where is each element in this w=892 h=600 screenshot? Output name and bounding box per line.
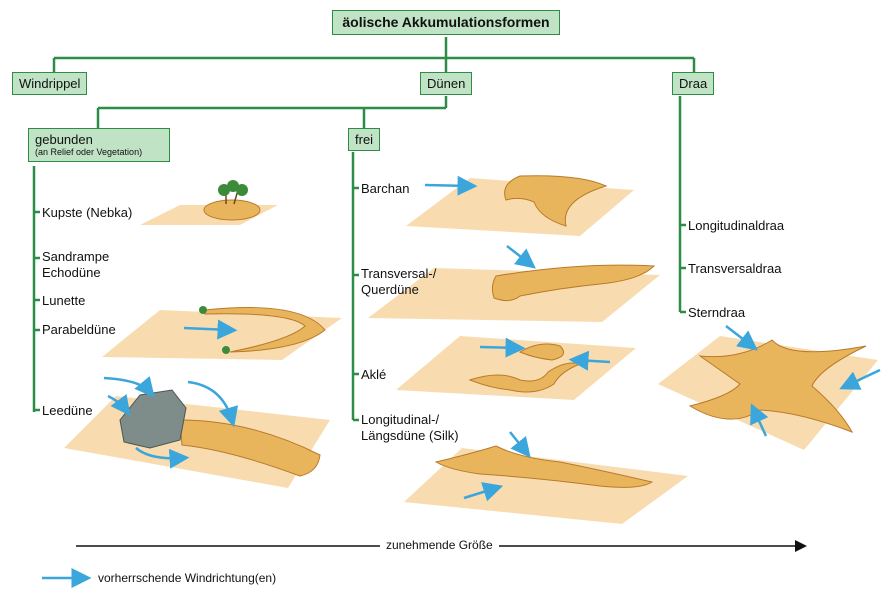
label-parabeldune: Parabeldüne [42, 322, 116, 337]
frei-box: frei [348, 128, 381, 151]
laengsdune-illustration [404, 431, 688, 524]
barchan-illustration [406, 175, 634, 236]
label-kupste: Kupste (Nebka) [42, 205, 133, 220]
label-longitudinal: Longitudinal-/ [361, 412, 440, 427]
label-lunette: Lunette [42, 293, 86, 308]
label-sandrampe: Sandrampe [42, 249, 110, 264]
root-box: äolische Akkumulationsformen [332, 10, 560, 35]
label-sterndraa: Sterndraa [688, 305, 746, 320]
transversaldune-illustration [368, 245, 660, 322]
draa-box: Draa [672, 72, 715, 95]
label-barchan: Barchan [361, 181, 410, 196]
label-longitudinaldraa: Longitudinaldraa [688, 218, 785, 233]
kupste-illustration [140, 180, 278, 225]
size-axis-label: zunehmende Größe [380, 538, 499, 552]
label-leedune: Leedüne [42, 403, 93, 418]
duenen-box: Dünen [420, 72, 473, 95]
label-querdune: Querdüne [361, 282, 419, 297]
gebunden-title: gebunden [35, 132, 93, 147]
sterndraa-illustration [658, 325, 881, 450]
tree-lines [32, 37, 696, 422]
windrippel-box: Windrippel [12, 72, 88, 95]
label-echodune: Echodüne [42, 265, 101, 280]
leedune-illustration [64, 375, 330, 488]
label-transversaldraa: Transversaldraa [688, 261, 782, 276]
akle-illustration [396, 336, 636, 400]
label-akle: Aklé [361, 367, 387, 382]
parabeldune-illustration [102, 306, 342, 360]
label-transversal: Transversal-/ [361, 266, 437, 281]
legend-label: vorherrschende Windrichtung(en) [98, 571, 277, 585]
label-laengsdune: Längsdüne (Silk) [361, 428, 459, 443]
gebunden-subtitle: (an Relief oder Vegetation) [35, 147, 143, 157]
gebunden-box: gebunden (an Relief oder Vegetation) [28, 128, 170, 162]
